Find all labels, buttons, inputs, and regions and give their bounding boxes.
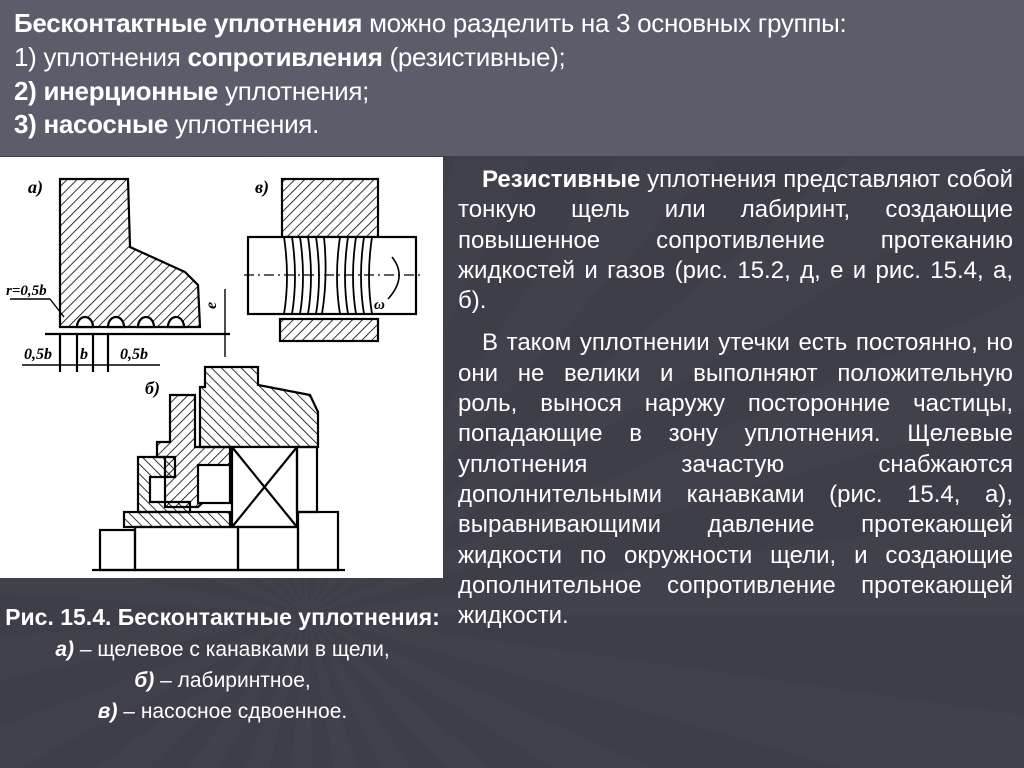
dim-e: e [203, 302, 220, 309]
header-text: (резистивные); [382, 42, 566, 72]
header-text: уплотнения; [218, 76, 370, 106]
paragraph-bold: Резистивные [482, 166, 641, 193]
caption-key: а) [55, 638, 74, 661]
figure-label-v: в) [255, 177, 269, 198]
figure-label-a: а) [28, 177, 43, 198]
paragraph-1: Резистивные уплотнения представляют собо… [458, 165, 1013, 316]
figure-v-pump-seal: в) ω [244, 177, 420, 343]
caption-text: – щелевое с канавками в щели, [74, 638, 390, 661]
caption-text: – лабиринтное, [154, 669, 311, 692]
slide-header: Бесконтактные уплотнения можно разделить… [0, 0, 1024, 156]
header-text: уплотнения. [168, 109, 320, 139]
caption-text: – насосное сдвоенное. [117, 700, 348, 723]
caption-key: б) [134, 669, 155, 692]
dim-radius: r=0,5b [6, 283, 47, 299]
caption-item-v: в) – насосное сдвоенное. [0, 696, 445, 727]
caption-item-a: а) – щелевое с канавками в щели, [0, 634, 445, 665]
dim-half-b-right: 0,5b [120, 346, 148, 363]
body-text: Резистивные уплотнения представляют собо… [458, 165, 1013, 643]
figure-label-b: б) [145, 378, 160, 399]
dim-half-b-left: 0,5b [24, 346, 52, 363]
caption-key: в) [97, 700, 118, 723]
seal-drawing-figure: а) r=0,5b 0,5b b 0,5b e в) [0, 157, 443, 578]
figure-caption: Рис. 15.4. Бесконтактные уплотнения: а) … [0, 600, 445, 727]
caption-title: Рис. 15.4. Бесконтактные уплотнения: [5, 604, 440, 630]
caption-item-b: б) – лабиринтное, [0, 665, 445, 696]
paragraph-2: В таком уплотнении утечки есть постоянно… [458, 329, 1013, 630]
header-bold: сопротивления [187, 42, 383, 72]
header-text: 1) уплотнения [14, 42, 188, 72]
header-bold: Бесконтактные уплотнения [14, 8, 363, 38]
header-bold: 3) насосные [14, 109, 169, 139]
seal-drawing: а) r=0,5b 0,5b b 0,5b e в) [6, 177, 420, 572]
header-text: можно разделить на 3 основных группы: [362, 8, 847, 38]
dim-b: b [80, 346, 88, 363]
paragraph-text: уплотнения представляют собой тонкую щел… [458, 166, 1013, 315]
omega-label: ω [374, 297, 385, 313]
figure-a-slot-seal: а) r=0,5b 0,5b b 0,5b e [6, 177, 230, 372]
header-line-2: 1) уплотнения сопротивления (резистивные… [14, 42, 566, 73]
header-line-4: 3) насосные уплотнения. [14, 109, 319, 140]
header-line-1: Бесконтактные уплотнения можно разделить… [14, 8, 847, 39]
header-bold: 2) инерционные [14, 76, 219, 106]
figure-b-labyrinth-seal: б) [92, 365, 345, 572]
header-line-3: 2) инерционные уплотнения; [14, 76, 369, 107]
